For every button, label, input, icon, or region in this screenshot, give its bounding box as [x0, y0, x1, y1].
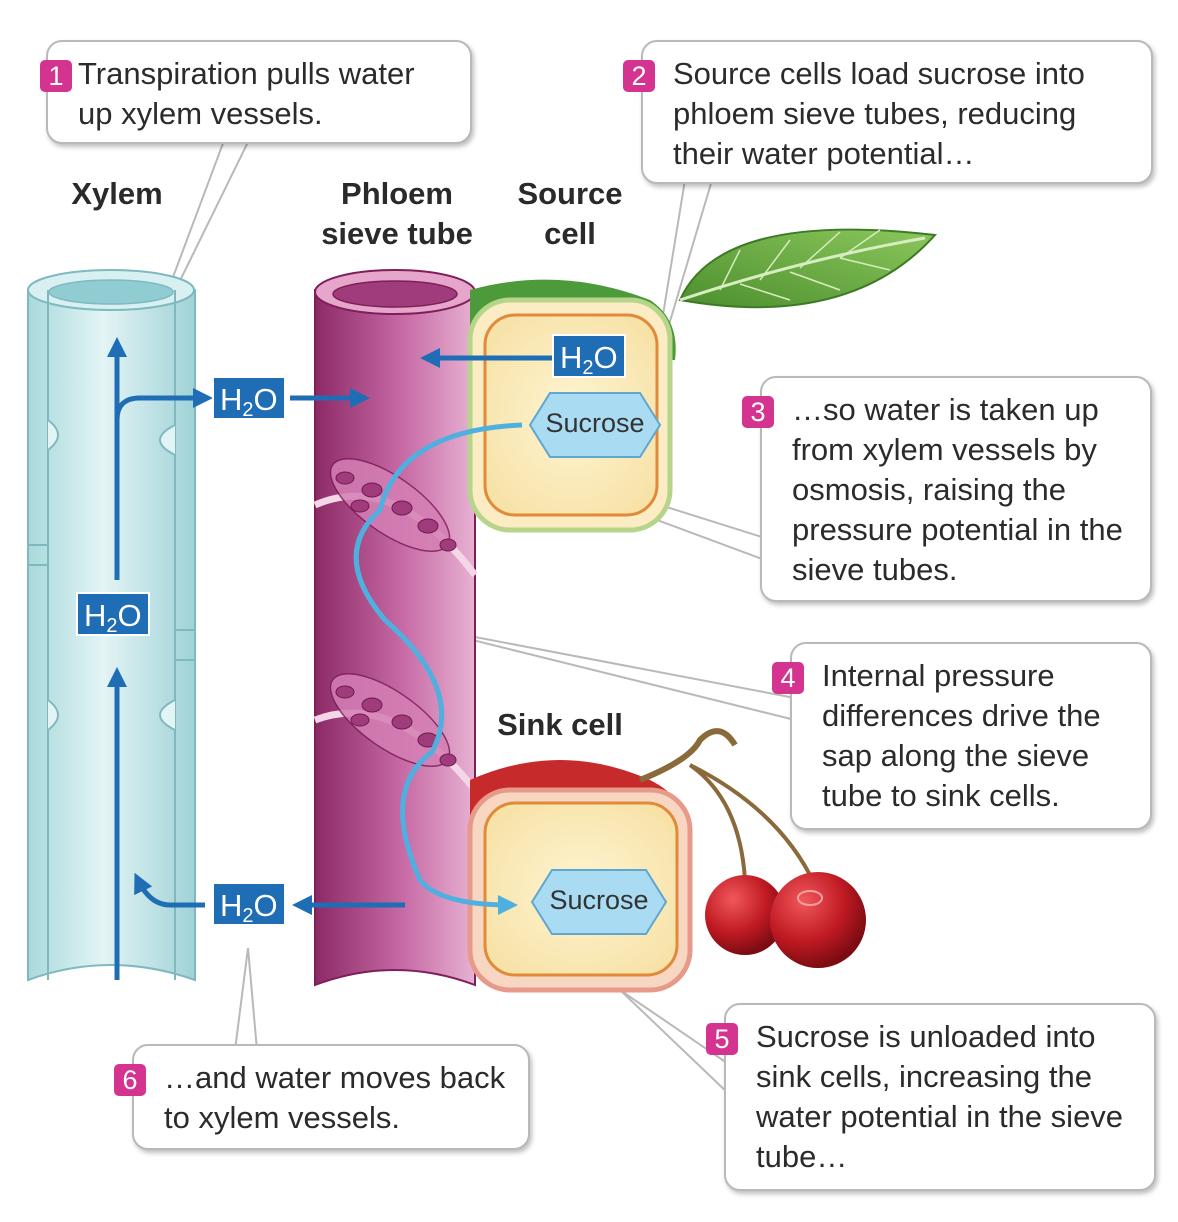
- callout-1: 1 Transpiration pulls water up xylem ves…: [40, 40, 472, 144]
- step-badge-1: 1: [40, 60, 72, 92]
- phloem-label: Phloem sieve tube: [321, 176, 473, 251]
- sucrose-label-sink: Sucrose: [549, 885, 649, 915]
- sucrose-label-source: Sucrose: [545, 408, 645, 438]
- callout-3: 3 …so water is taken up from xylem vesse…: [742, 376, 1152, 602]
- water-label-return: H2O: [212, 882, 286, 927]
- callout-5: 5 Sucrose is unloaded into sink cells, i…: [706, 1003, 1156, 1191]
- callout-2-text: Source cells load sucrose into phloem si…: [673, 56, 1085, 171]
- cherries-icon: [638, 728, 866, 968]
- source-cell-label: Source cell: [517, 176, 623, 251]
- sink-cell-label: Sink cell: [497, 707, 623, 742]
- leaf-icon: [678, 228, 938, 309]
- water-label-xylem-to-phloem: H2O: [212, 376, 286, 421]
- callout-1-text: Transpiration pulls water up xylem vesse…: [78, 56, 415, 131]
- phloem-water-arrows: [290, 348, 560, 915]
- sucrose-source-hex: [528, 392, 662, 458]
- xylem-return-arrow: [134, 872, 205, 908]
- step-badge-3: 3: [742, 396, 774, 428]
- phloem-sieve-tube: [313, 269, 478, 987]
- xylem-label: Xylem: [71, 176, 163, 211]
- xylem-branch-arrow: [114, 388, 213, 421]
- step-badge-4: 4: [772, 662, 804, 694]
- pointer-6: [233, 947, 259, 1051]
- step-badge-2: 2: [623, 60, 655, 92]
- step-badge-5: 5: [706, 1023, 738, 1055]
- callout-5-text: Sucrose is unloaded into sink cells, inc…: [756, 1019, 1124, 1174]
- sap-flow-arrow: [353, 422, 523, 915]
- callout-6-text: …and water moves back to xylem vessels.: [164, 1060, 506, 1135]
- callout-2: 2 Source cells load sucrose into phloem …: [623, 40, 1153, 184]
- xylem-water-arrows: [107, 337, 213, 980]
- water-label-xylem: H2O: [76, 592, 150, 637]
- callout-4: 4 Internal pressure differences drive th…: [772, 642, 1152, 830]
- sucrose-sink-hex: [530, 869, 668, 935]
- step-badge-6: 6: [114, 1064, 146, 1096]
- callout-6: 6 …and water moves back to xylem vessels…: [114, 1044, 530, 1150]
- callout-3-text: …so water is taken up from xylem vessels…: [792, 392, 1123, 587]
- water-label-source: H2O: [552, 334, 626, 379]
- callout-4-text: Internal pressure differences drive the …: [822, 658, 1101, 813]
